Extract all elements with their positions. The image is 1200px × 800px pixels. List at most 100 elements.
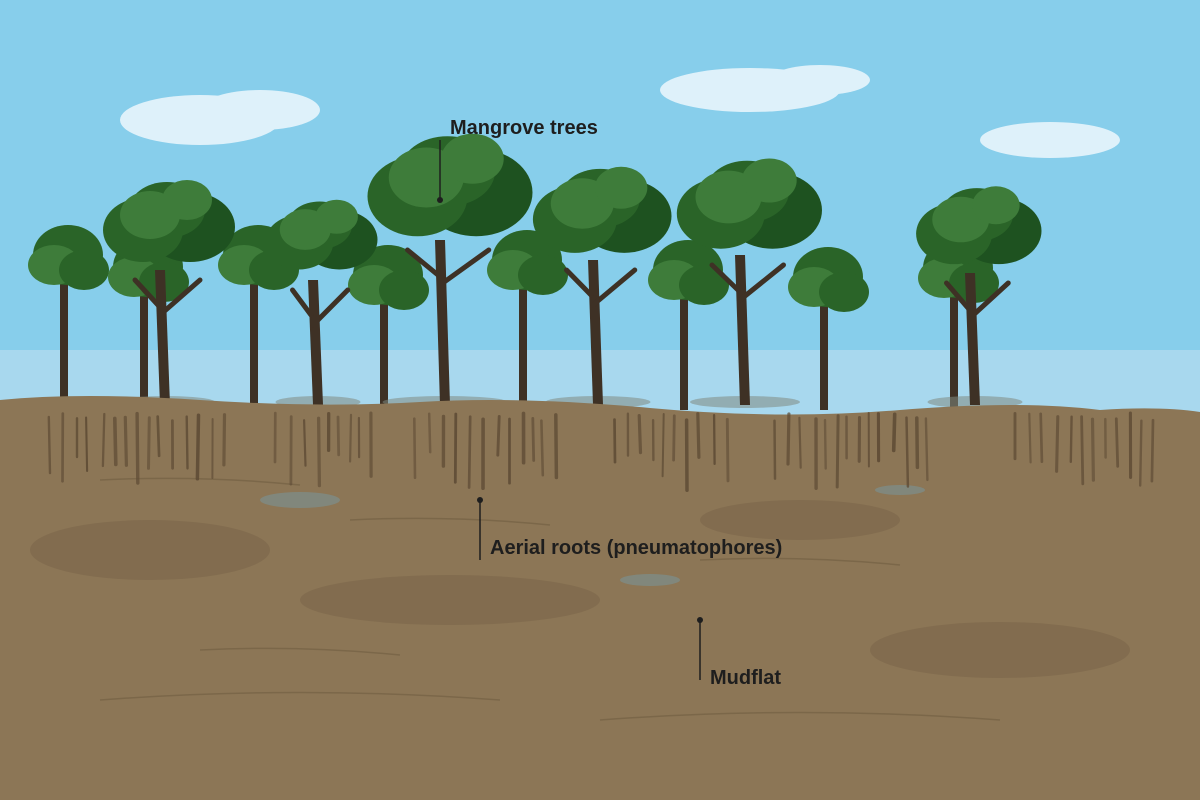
pneumatophore bbox=[47, 415, 52, 475]
pneumatophore bbox=[613, 418, 617, 464]
pneumatophore bbox=[349, 413, 353, 463]
pneumatophore bbox=[496, 415, 501, 457]
mud-ripples bbox=[99, 477, 1001, 721]
canopy bbox=[819, 272, 869, 312]
pneumatophore bbox=[891, 412, 897, 453]
trunk bbox=[60, 270, 68, 410]
pneumatophore bbox=[540, 419, 545, 477]
canopy bbox=[315, 199, 358, 234]
mangrove-trees-label: Mangrove trees bbox=[450, 117, 598, 139]
trunk bbox=[308, 280, 323, 405]
trunk bbox=[950, 283, 958, 410]
small-mangrove-tree bbox=[648, 240, 729, 410]
trunk bbox=[380, 290, 388, 410]
pneumatophore bbox=[195, 413, 201, 481]
branch bbox=[310, 287, 351, 328]
aerial-roots-leader-dot bbox=[477, 497, 483, 503]
cloud bbox=[200, 90, 320, 130]
mangrove-trees bbox=[28, 133, 1042, 410]
pneumatophore bbox=[696, 412, 701, 459]
aerial-roots bbox=[47, 411, 1155, 492]
pneumatophore bbox=[85, 416, 89, 473]
canopy bbox=[441, 133, 504, 184]
small-mangrove-tree bbox=[108, 237, 189, 410]
branch bbox=[590, 267, 638, 308]
branch bbox=[405, 247, 441, 278]
small-mangrove-tree bbox=[788, 247, 869, 410]
aerial-roots-label: Aerial roots (pneumatophores) bbox=[490, 537, 783, 559]
canopy bbox=[59, 250, 109, 290]
pneumatophore bbox=[531, 416, 536, 462]
branch bbox=[132, 277, 161, 308]
pneumatophore bbox=[453, 412, 458, 484]
pneumatophore bbox=[1114, 417, 1120, 468]
pneumatophore bbox=[1069, 415, 1073, 463]
pneumatophore bbox=[798, 416, 802, 469]
mudflat bbox=[0, 396, 1200, 800]
mud-patch bbox=[300, 575, 600, 625]
puddle bbox=[875, 485, 925, 495]
puddle bbox=[620, 574, 680, 586]
pneumatophore bbox=[915, 416, 920, 470]
trunk bbox=[820, 292, 828, 410]
mud-patch bbox=[870, 622, 1130, 678]
pneumatophore bbox=[113, 416, 118, 467]
mud-patch bbox=[700, 500, 900, 540]
trunk bbox=[680, 285, 688, 410]
pneumatophore bbox=[1080, 415, 1085, 486]
pneumatophore bbox=[672, 414, 676, 462]
trunk bbox=[140, 282, 148, 410]
pneumatophore bbox=[412, 417, 417, 480]
pneumatophore bbox=[336, 415, 341, 457]
pneumatophore bbox=[835, 414, 840, 489]
mudflat-label: Mudflat bbox=[710, 667, 782, 689]
pneumatophore bbox=[147, 416, 151, 470]
pneumatophore bbox=[712, 414, 716, 466]
pneumatophore bbox=[1138, 419, 1143, 487]
mudflat-leader-dot bbox=[697, 617, 703, 623]
small-mangrove-tree bbox=[487, 230, 568, 410]
canopy bbox=[518, 255, 568, 295]
pneumatophore bbox=[185, 415, 189, 470]
pneumatophore bbox=[427, 412, 432, 454]
pneumatophore bbox=[554, 413, 559, 480]
large-mangrove-tree bbox=[916, 186, 1042, 408]
pneumatophore bbox=[123, 415, 129, 467]
pneumatophore bbox=[1039, 412, 1044, 464]
puddle bbox=[260, 492, 340, 508]
canopy bbox=[379, 270, 429, 310]
pneumatophore bbox=[637, 414, 643, 455]
pneumatophore bbox=[303, 419, 307, 467]
canopy bbox=[594, 166, 648, 209]
canopy bbox=[162, 180, 212, 220]
large-mangrove-tree bbox=[532, 166, 672, 408]
pneumatophore bbox=[786, 412, 791, 466]
cloud bbox=[770, 65, 870, 95]
mangrove-trees-leader-dot bbox=[437, 197, 443, 203]
pneumatophore bbox=[823, 418, 827, 470]
branch bbox=[709, 262, 741, 293]
pneumatophore bbox=[316, 416, 322, 488]
trunk bbox=[250, 270, 258, 410]
pneumatophore bbox=[222, 413, 227, 467]
large-mangrove-tree bbox=[367, 133, 533, 408]
large-mangrove-tree bbox=[103, 180, 235, 408]
leader-lines bbox=[437, 140, 703, 680]
pneumatophore bbox=[905, 416, 910, 488]
trunk bbox=[519, 275, 527, 410]
pneumatophore bbox=[156, 415, 161, 458]
pneumatophore bbox=[661, 413, 665, 478]
pneumatophore bbox=[101, 412, 106, 468]
cloud bbox=[980, 122, 1120, 158]
canopy bbox=[741, 158, 797, 203]
pneumatophore bbox=[725, 417, 730, 483]
pneumatophore bbox=[467, 415, 472, 489]
small-mangrove-tree bbox=[348, 245, 429, 410]
canopy bbox=[972, 186, 1020, 225]
pneumatophore bbox=[773, 419, 777, 480]
mud-patches bbox=[30, 477, 1130, 721]
canopy bbox=[679, 265, 729, 305]
branch bbox=[737, 262, 786, 303]
